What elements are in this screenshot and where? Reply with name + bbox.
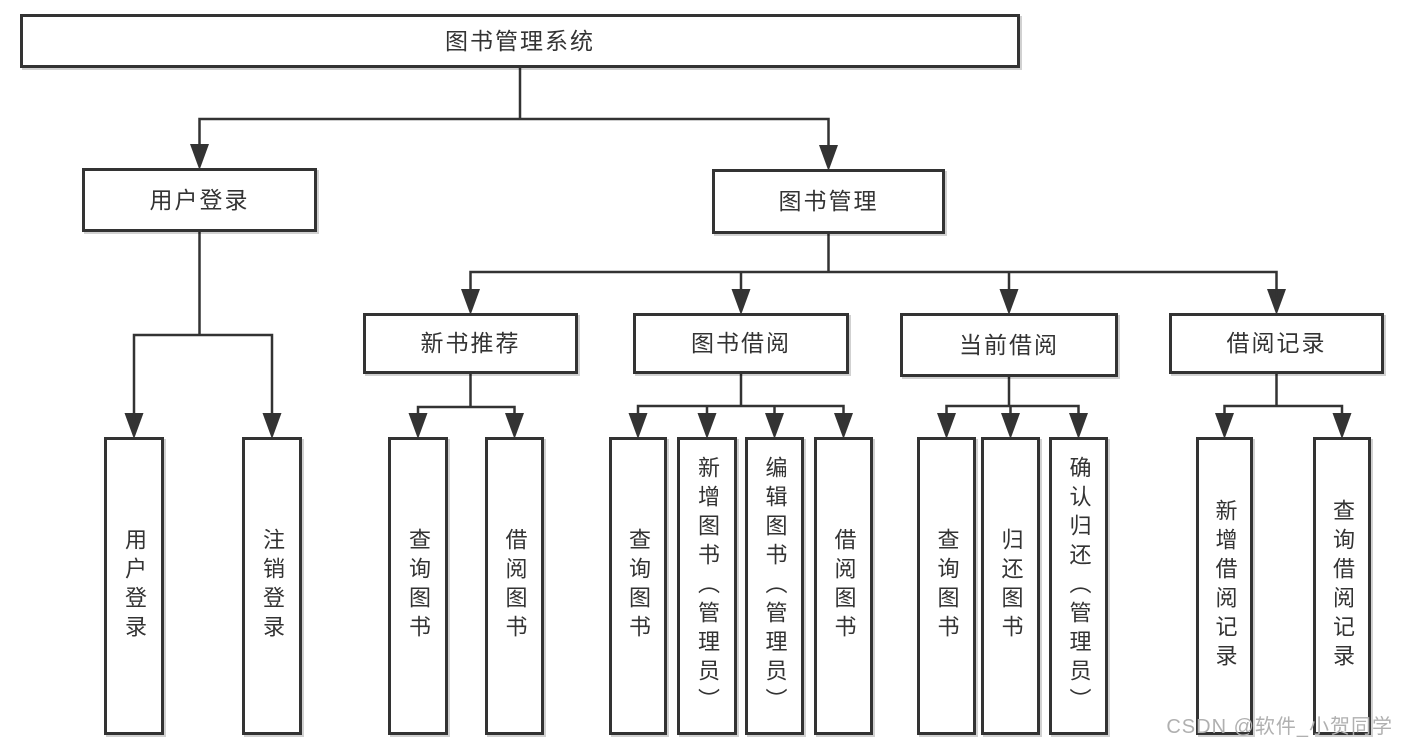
arrowhead-leaf-borrow-book-1 bbox=[505, 413, 524, 439]
arrowhead-book-borrow bbox=[731, 289, 751, 315]
node-label-leaf-add-borrow-record: 新增借阅记录 bbox=[1212, 499, 1238, 673]
node-label-leaf-logout: 注销登录 bbox=[260, 528, 285, 644]
arrowhead-leaf-return-book bbox=[1001, 413, 1020, 439]
node-label-user-login: 用户登录 bbox=[149, 186, 250, 213]
node-current-borrow: 当前借阅 bbox=[900, 313, 1118, 377]
node-label-leaf-add-book: 新增图书（管理员） bbox=[695, 455, 720, 717]
node-borrow-records: 借阅记录 bbox=[1169, 313, 1384, 374]
arrowhead-leaf-edit-book bbox=[765, 413, 784, 439]
node-leaf-logout: 注销登录 bbox=[242, 437, 302, 735]
arrowhead-leaf-query-book-2 bbox=[628, 413, 648, 439]
edge-from-book-mgmt bbox=[469, 230, 1278, 297]
node-leaf-confirm-return: 确认归还（管理员） bbox=[1049, 437, 1108, 735]
node-new-book-recommend: 新书推荐 bbox=[363, 313, 578, 374]
node-leaf-add-book: 新增图书（管理员） bbox=[677, 437, 737, 735]
node-label-new-book-recommend: 新书推荐 bbox=[420, 330, 521, 356]
edge-from-current-borrow bbox=[945, 373, 1080, 421]
arrowhead-leaf-user-login bbox=[124, 413, 144, 439]
watermark: CSDN @软件_小贺同学 bbox=[1166, 716, 1393, 738]
node-label-leaf-query-borrow-record: 查询借阅记录 bbox=[1330, 499, 1355, 673]
edge-from-root bbox=[198, 64, 830, 153]
node-label-leaf-borrow-book-2: 借阅图书 bbox=[831, 528, 857, 644]
node-leaf-query-book-1: 查询图书 bbox=[388, 437, 448, 735]
node-label-leaf-query-book-2: 查询图书 bbox=[626, 528, 651, 644]
arrowhead-leaf-borrow-book-2 bbox=[834, 413, 853, 439]
node-leaf-return-book: 归还图书 bbox=[981, 437, 1040, 735]
node-leaf-query-book-2: 查询图书 bbox=[609, 437, 667, 735]
arrowhead-leaf-query-book-1 bbox=[408, 413, 428, 439]
arrowhead-leaf-query-book-3 bbox=[937, 413, 956, 439]
node-label-book-mgmt: 图书管理 bbox=[778, 188, 879, 214]
node-user-login: 用户登录 bbox=[82, 168, 317, 232]
node-book-mgmt: 图书管理 bbox=[712, 169, 945, 234]
node-label-book-borrow: 图书借阅 bbox=[691, 330, 791, 356]
node-leaf-borrow-book-1: 借阅图书 bbox=[485, 437, 544, 735]
arrowhead-current-borrow bbox=[999, 289, 1019, 315]
edge-from-new-book-recommend bbox=[416, 370, 516, 421]
node-label-leaf-query-book-3: 查询图书 bbox=[934, 528, 960, 644]
node-root: 图书管理系统 bbox=[20, 14, 1020, 68]
node-leaf-borrow-book-2: 借阅图书 bbox=[814, 437, 873, 735]
node-label-leaf-borrow-book-1: 借阅图书 bbox=[502, 528, 528, 644]
arrowhead-user-login bbox=[190, 144, 209, 170]
node-leaf-query-borrow-record: 查询借阅记录 bbox=[1313, 437, 1371, 735]
arrowhead-leaf-add-borrow-record bbox=[1215, 413, 1234, 439]
node-leaf-edit-book: 编辑图书（管理员） bbox=[745, 437, 804, 735]
node-label-leaf-confirm-return: 确认归还（管理员） bbox=[1066, 455, 1092, 717]
node-label-leaf-query-book-1: 查询图书 bbox=[406, 528, 431, 644]
arrowhead-new-book-recommend bbox=[461, 289, 480, 315]
node-label-current-borrow: 当前借阅 bbox=[959, 331, 1059, 358]
node-label-leaf-user-login: 用户登录 bbox=[122, 528, 147, 644]
node-label-root: 图书管理系统 bbox=[445, 27, 595, 54]
arrowhead-borrow-records bbox=[1267, 289, 1286, 315]
edge-from-user-login bbox=[132, 228, 274, 421]
edge-from-borrow-records bbox=[1223, 370, 1344, 421]
arrowhead-leaf-confirm-return bbox=[1069, 413, 1088, 439]
node-label-borrow-records: 借阅记录 bbox=[1226, 330, 1327, 356]
arrowhead-leaf-query-borrow-record bbox=[1332, 413, 1352, 439]
node-leaf-user-login: 用户登录 bbox=[104, 437, 164, 735]
node-label-leaf-edit-book: 编辑图书（管理员） bbox=[762, 455, 788, 717]
edge-from-book-borrow bbox=[636, 370, 845, 421]
node-leaf-query-book-3: 查询图书 bbox=[917, 437, 976, 735]
arrowhead-book-mgmt bbox=[819, 145, 838, 171]
node-leaf-add-borrow-record: 新增借阅记录 bbox=[1196, 437, 1253, 735]
node-book-borrow: 图书借阅 bbox=[633, 313, 849, 374]
node-label-leaf-return-book: 归还图书 bbox=[998, 528, 1024, 644]
arrowhead-leaf-logout bbox=[262, 413, 282, 439]
arrowhead-leaf-add-book bbox=[697, 413, 717, 439]
